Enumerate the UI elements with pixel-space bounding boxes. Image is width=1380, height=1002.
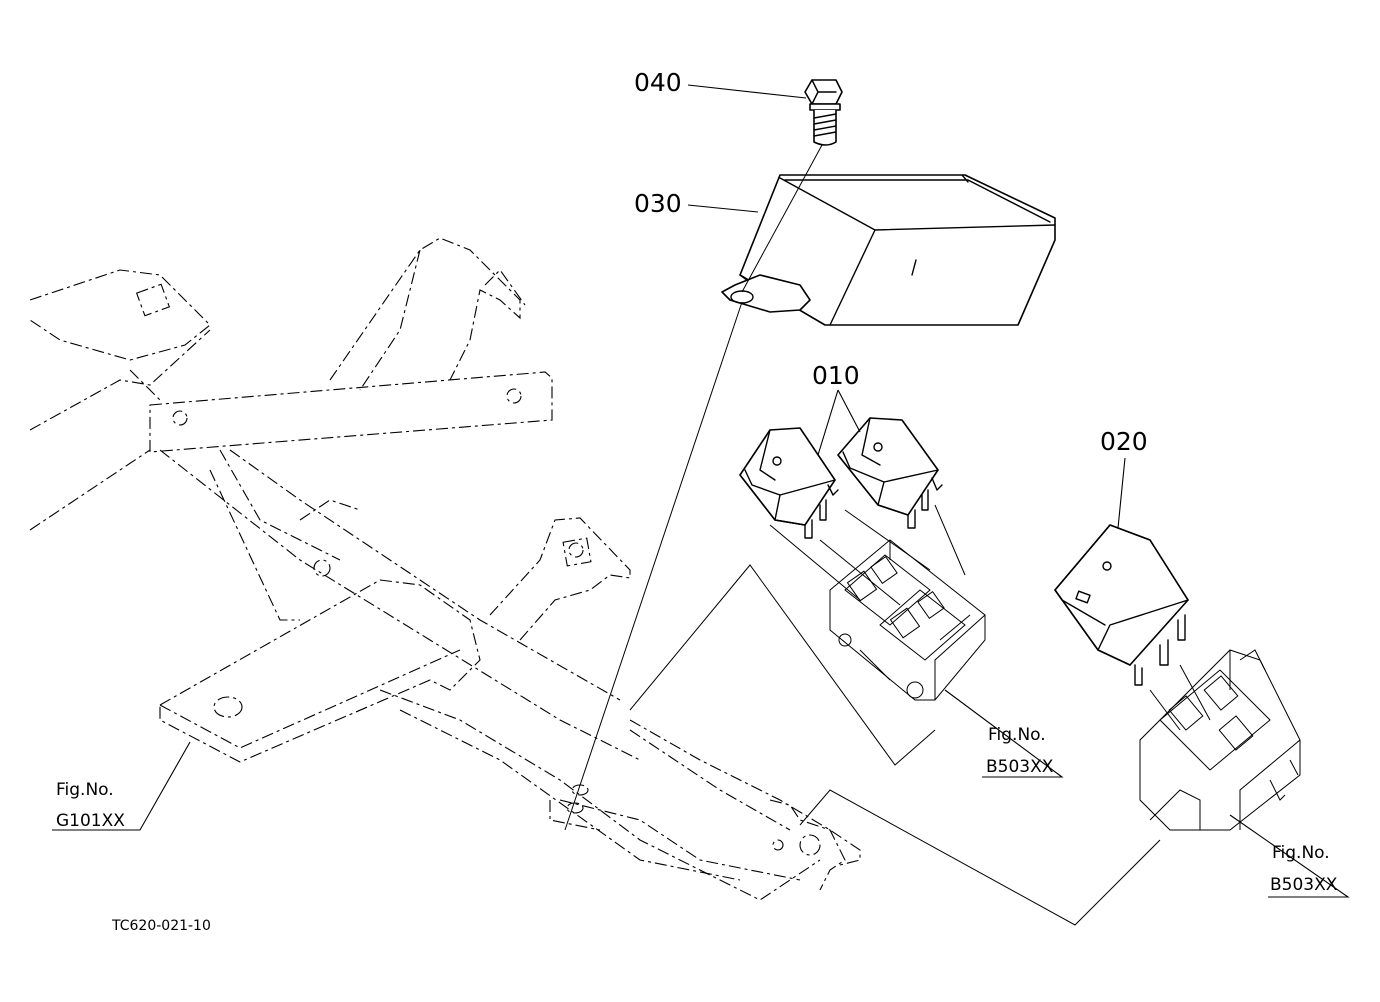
relay-socket-single	[1139, 649, 1301, 831]
fig-ref-b503-a-prefix: Fig.No.	[988, 725, 1046, 745]
fig-ref-b503-b-prefix: Fig.No.	[1272, 843, 1330, 863]
fig-ref-g101-code: G101XX	[56, 811, 125, 831]
fig-ref-b503-a-code: B503XX	[986, 757, 1054, 777]
bolt-040	[804, 79, 843, 146]
relay-020	[1054, 524, 1189, 686]
relay-010-right	[837, 417, 943, 529]
relay-010-left	[739, 427, 839, 539]
part-label-030: 030	[634, 189, 682, 218]
part-label-040: 040	[634, 68, 682, 97]
frame-assembly	[29, 237, 861, 901]
relay-cover-030	[721, 174, 1056, 326]
drawing-code: TC620-021-10	[111, 918, 211, 934]
fig-ref-b503-b-code: B503XX	[1270, 875, 1338, 895]
relay-socket-double	[829, 539, 986, 701]
part-label-020: 020	[1100, 427, 1148, 456]
part-label-010: 010	[812, 361, 860, 390]
leader-lines	[52, 84, 1350, 898]
fig-ref-g101-prefix: Fig.No.	[56, 780, 114, 800]
assembly-lines	[564, 144, 1211, 926]
